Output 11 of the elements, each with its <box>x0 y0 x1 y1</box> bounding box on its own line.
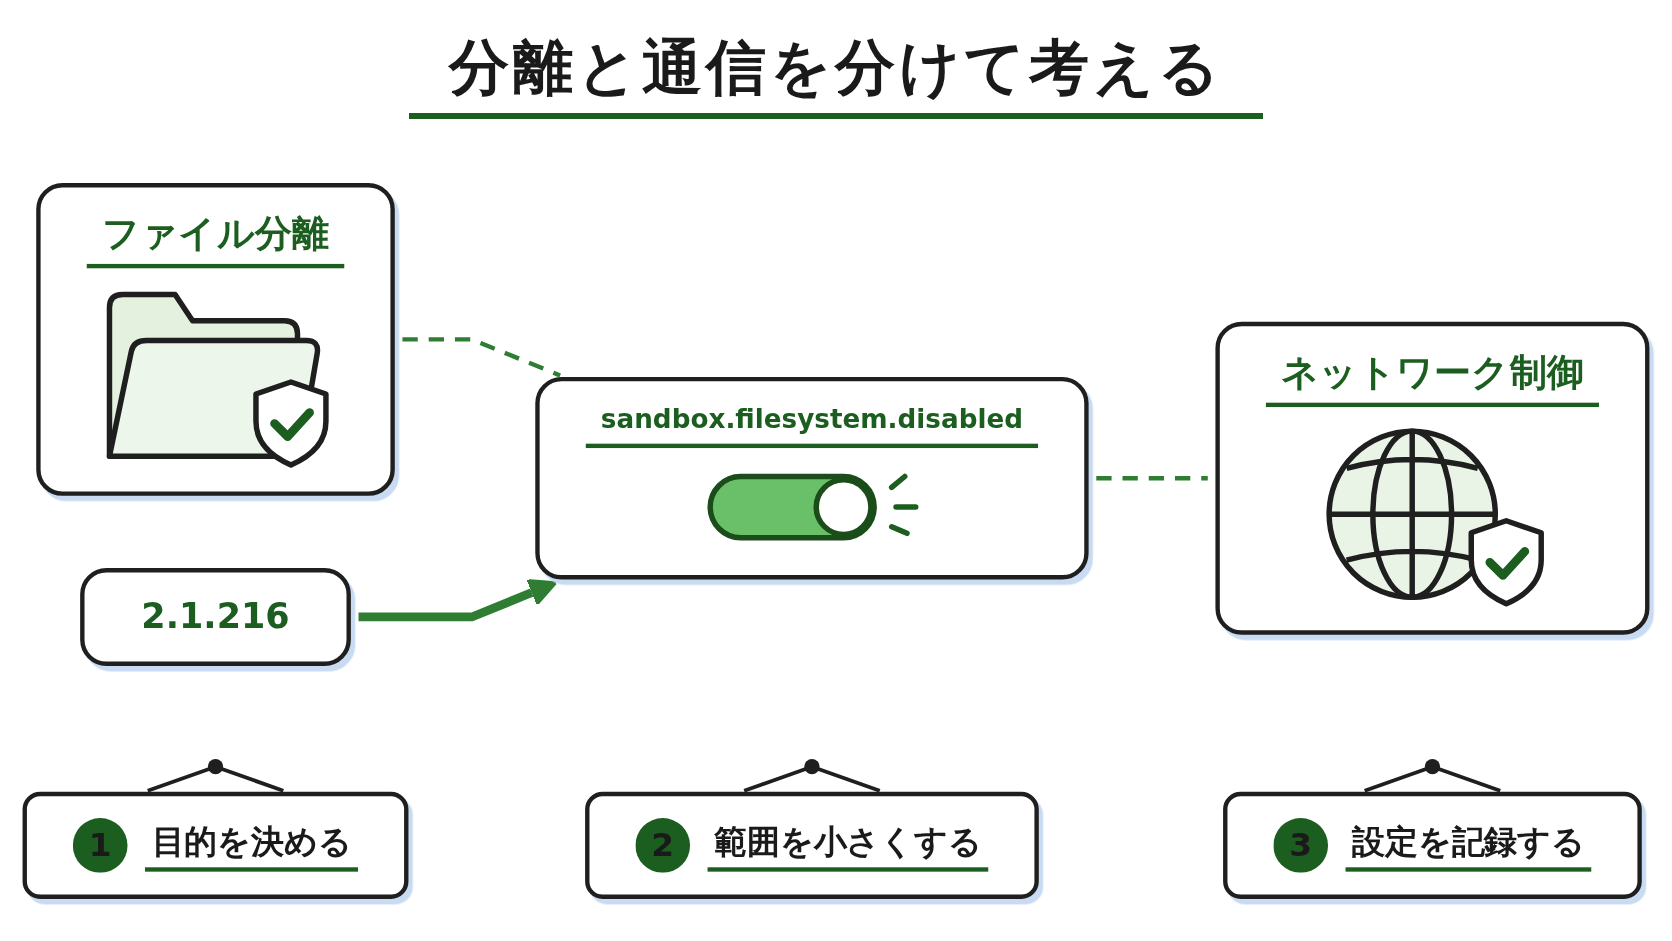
arrow <box>358 578 558 621</box>
panel-heading: ファイル分離 <box>86 208 345 268</box>
version-label: 2.1.216 <box>140 593 291 639</box>
title: 分離と通信を分けて考える <box>409 31 1263 119</box>
setting-name: sandbox.filesystem.disabled <box>585 402 1039 448</box>
step-text: 設定を記録する <box>1345 819 1592 871</box>
dashed-connector <box>1096 475 1208 480</box>
step-text: 範囲を小さくする <box>707 819 989 871</box>
step-text: 目的を決める <box>145 819 359 871</box>
dashed-connector <box>402 336 561 377</box>
panel-heading: ネットワーク制御 <box>1265 347 1600 407</box>
